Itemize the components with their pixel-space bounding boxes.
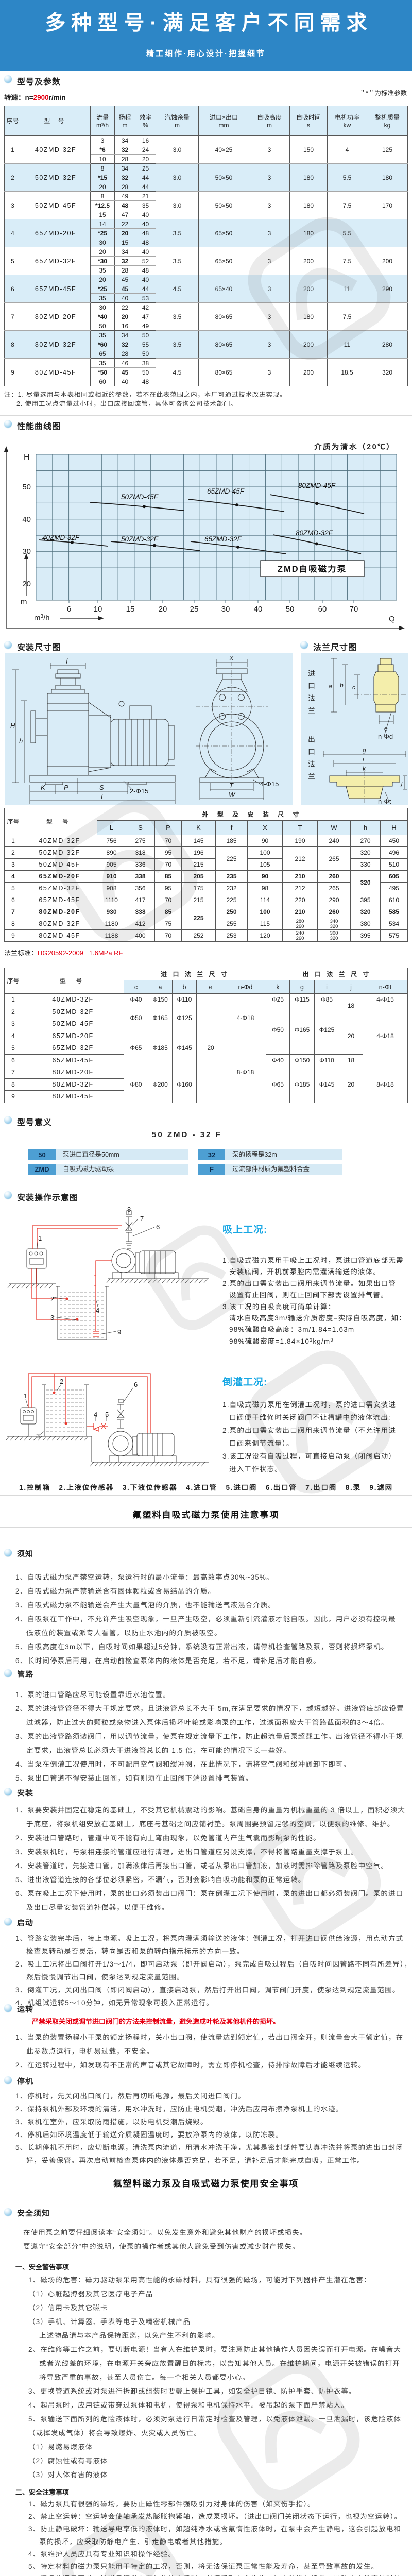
svg-text:b: b (340, 682, 344, 689)
svg-text:介质为清水（20℃）: 介质为清水（20℃） (314, 443, 395, 451)
svg-text:50: 50 (286, 605, 295, 614)
svg-text:3: 3 (36, 1432, 40, 1440)
svg-text:h: h (19, 737, 23, 745)
svg-text:8: 8 (127, 1206, 131, 1213)
svg-text:60: 60 (318, 605, 327, 614)
svg-text:n-Φt: n-Φt (378, 798, 391, 805)
svg-text:W: W (229, 791, 236, 799)
svg-text:2: 2 (50, 1295, 54, 1303)
svg-text:j: j (400, 779, 403, 787)
svg-text:6: 6 (134, 1381, 138, 1388)
svg-text:80ZMD-45F: 80ZMD-45F (298, 482, 336, 489)
svg-text:e: e (384, 725, 388, 732)
svg-text:g: g (363, 747, 366, 754)
svg-text:6: 6 (156, 1223, 160, 1231)
svg-text:4: 4 (96, 1307, 99, 1314)
svg-text:40ZMD-32F: 40ZMD-32F (42, 534, 80, 541)
svg-text:ZMD自吸磁力泵: ZMD自吸磁力泵 (278, 564, 347, 574)
svg-text:法: 法 (308, 694, 315, 702)
svg-text:30: 30 (22, 547, 31, 556)
svg-text:K: K (41, 784, 46, 791)
svg-text:4: 4 (94, 1411, 97, 1418)
svg-text:40: 40 (22, 515, 31, 524)
svg-text:40: 40 (254, 605, 263, 614)
svg-text:20: 20 (22, 580, 31, 588)
svg-text:1: 1 (38, 1234, 42, 1242)
svg-text:5: 5 (105, 1411, 109, 1418)
svg-text:6: 6 (67, 605, 71, 614)
svg-text:30: 30 (221, 605, 230, 614)
svg-text:X: X (229, 654, 234, 662)
svg-text:2-Φ15: 2-Φ15 (130, 787, 148, 795)
svg-text:S: S (99, 784, 104, 791)
svg-text:70: 70 (350, 605, 358, 614)
svg-text:兰: 兰 (308, 772, 315, 781)
svg-text:65ZMD-32F: 65ZMD-32F (204, 535, 242, 543)
svg-text:兰: 兰 (308, 706, 315, 715)
svg-text:50ZMD-45F: 50ZMD-45F (121, 493, 159, 501)
svg-text:50ZMD-32F: 50ZMD-32F (121, 535, 159, 543)
svg-text:3: 3 (50, 1314, 54, 1321)
svg-text:出: 出 (308, 735, 315, 743)
svg-text:i: i (363, 756, 364, 763)
svg-text:n-Φd: n-Φd (378, 733, 393, 740)
svg-text:7: 7 (140, 1215, 144, 1223)
svg-text:10: 10 (94, 605, 102, 614)
svg-text:4-Φ15: 4-Φ15 (260, 780, 279, 788)
svg-text:c: c (352, 684, 355, 691)
svg-text:15: 15 (126, 605, 135, 614)
svg-text:2: 2 (60, 1378, 63, 1385)
svg-text:a: a (329, 683, 332, 690)
svg-text:P: P (64, 784, 68, 791)
svg-text:Q: Q (389, 615, 395, 623)
svg-text:m3/h: m3/h (34, 614, 50, 622)
svg-text:H: H (10, 722, 15, 730)
svg-text:9: 9 (117, 1328, 121, 1336)
svg-text:65ZMD-45F: 65ZMD-45F (207, 487, 245, 495)
svg-text:进: 进 (308, 669, 315, 677)
svg-text:m: m (21, 598, 27, 606)
svg-text:法: 法 (308, 760, 315, 768)
svg-text:80ZMD-32F: 80ZMD-32F (296, 529, 333, 537)
svg-text:50: 50 (22, 483, 31, 492)
svg-text:25: 25 (190, 605, 199, 614)
svg-text:1: 1 (24, 1392, 27, 1400)
svg-text:20: 20 (159, 605, 167, 614)
svg-text:H: H (24, 453, 30, 462)
svg-text:T: T (229, 782, 234, 789)
svg-text:L: L (101, 793, 105, 801)
svg-text:f: f (66, 657, 68, 665)
svg-text:口: 口 (308, 682, 315, 690)
svg-text:口: 口 (308, 748, 315, 756)
svg-text:k: k (363, 765, 366, 772)
